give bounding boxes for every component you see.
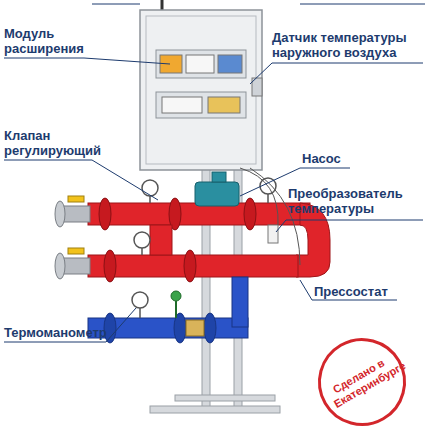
wire <box>240 168 278 225</box>
wire <box>250 168 300 265</box>
gauges <box>132 178 276 318</box>
part-label: Клапан регулирующий <box>4 128 100 158</box>
return-red-pipe <box>55 225 298 282</box>
control-cabinet <box>140 0 262 170</box>
part-label: Термоманометр <box>4 325 124 340</box>
stamp-text: Сделано в Екатеринбурге <box>325 353 399 411</box>
stamp-circle: Сделано в Екатеринбурге <box>302 322 422 430</box>
part-label: Модуль расширения <box>4 26 90 56</box>
part-label: Прессостат <box>314 284 414 299</box>
part-label: Насос <box>302 151 362 166</box>
part-label: Преобразователь температуры <box>288 186 422 216</box>
leader-lines <box>4 4 425 342</box>
part-label: Датчик температуры наружного воздуха <box>272 30 422 60</box>
return-blue-pipe <box>88 277 248 343</box>
